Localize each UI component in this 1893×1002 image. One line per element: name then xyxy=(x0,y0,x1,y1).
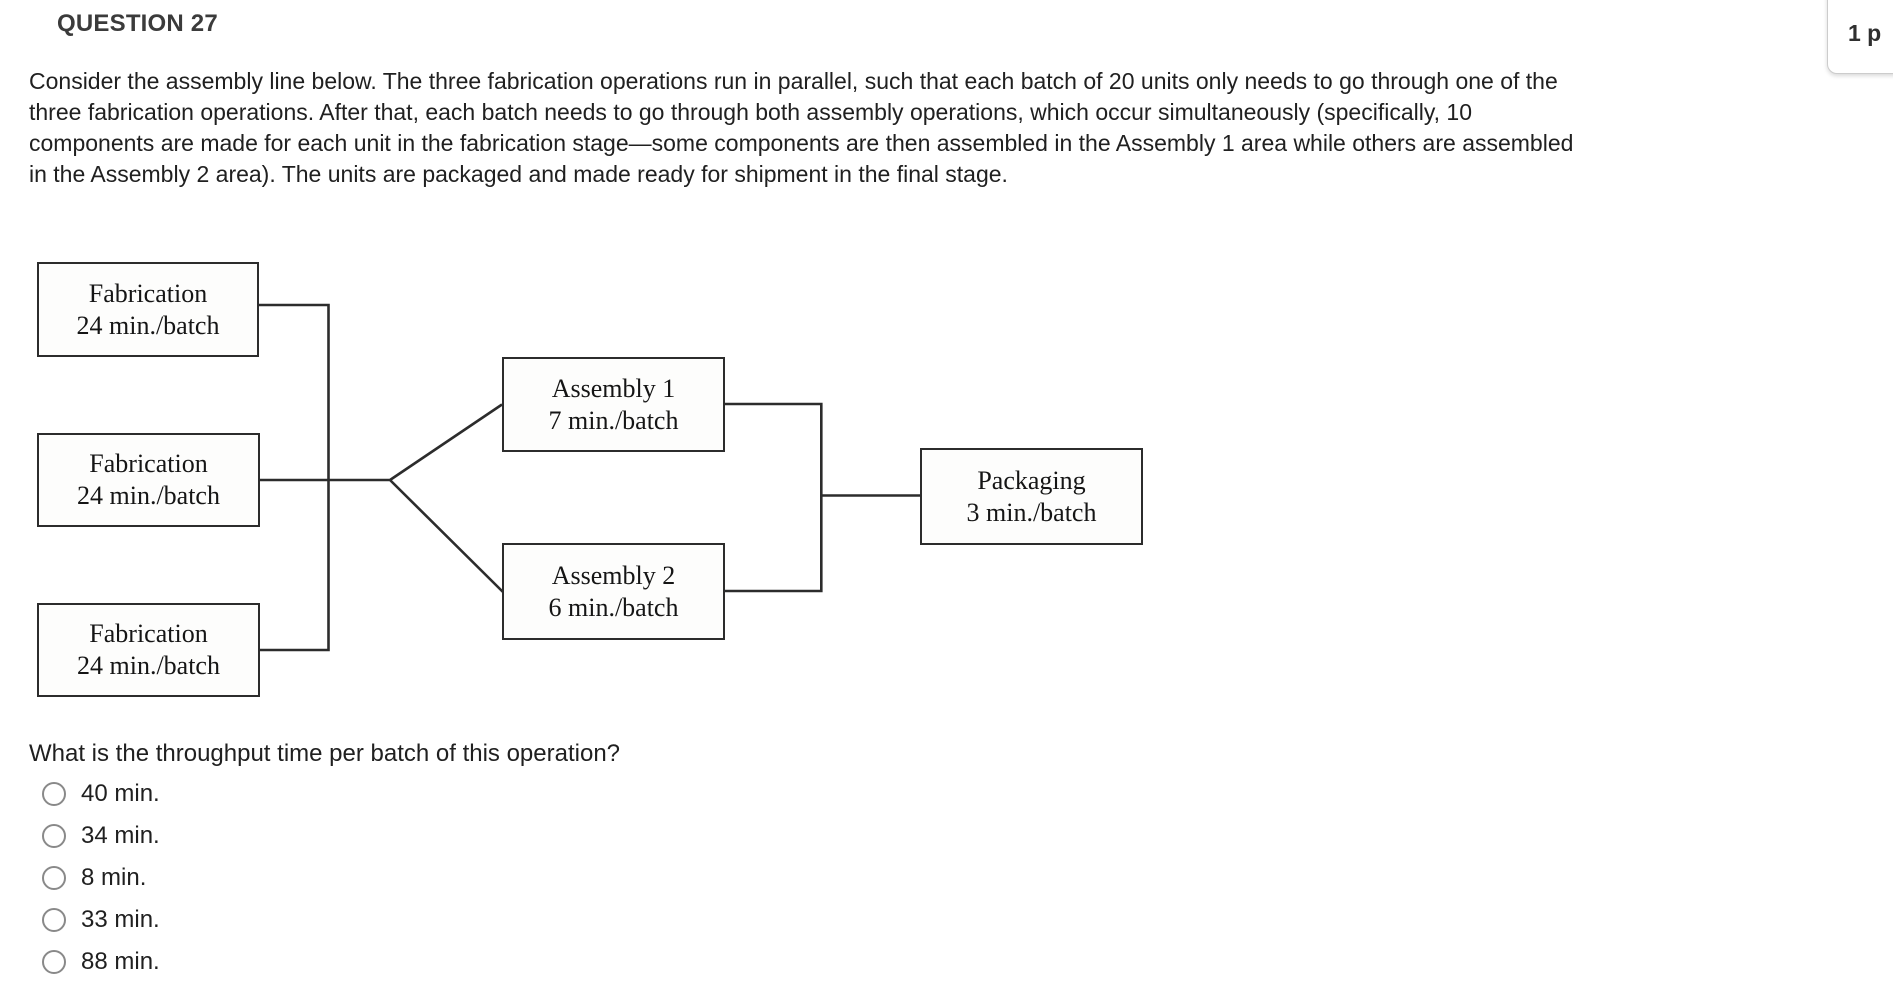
diagram-box-rate: 7 min./batch xyxy=(548,405,679,435)
diagram-box-title: Fabrication xyxy=(89,449,208,478)
points-label: 1 p xyxy=(1848,20,1882,46)
diagram-box-title: Fabrication xyxy=(89,619,208,648)
diagram-box-packaging: Packaging 3 min./batch xyxy=(920,448,1143,545)
radio-button-icon[interactable] xyxy=(42,824,66,848)
radio-button-icon[interactable] xyxy=(42,908,66,932)
assembly-line-diagram: Fabrication 24 min./batch Fabrication 24… xyxy=(0,0,1200,730)
answer-options: 40 min. 34 min. 8 min. 33 min. 88 min. xyxy=(42,773,160,983)
diagram-box-title: Fabrication xyxy=(88,278,208,308)
answer-option-5[interactable]: 88 min. xyxy=(42,941,160,983)
diagram-box-assembly-1: Assembly 1 7 min./batch xyxy=(502,357,725,452)
diagram-box-title: Assembly 2 xyxy=(551,560,676,590)
diagram-box-rate: 6 min./batch xyxy=(548,592,679,622)
radio-button-icon[interactable] xyxy=(42,950,66,974)
diagram-box-fabrication-1: Fabrication 24 min./batch xyxy=(37,262,259,357)
diagram-box-fabrication-2: Fabrication 24 min./batch xyxy=(37,433,260,527)
answer-option-label[interactable]: 40 min. xyxy=(81,780,160,807)
diagram-box-rate: 24 min./batch xyxy=(77,481,220,510)
answer-option-label[interactable]: 8 min. xyxy=(81,864,147,891)
answer-option-3[interactable]: 8 min. xyxy=(42,857,160,899)
diagram-box-rate: 24 min./batch xyxy=(77,651,220,680)
diagram-box-title: Packaging xyxy=(977,465,1086,495)
answer-option-label[interactable]: 34 min. xyxy=(81,822,160,849)
answer-option-1[interactable]: 40 min. xyxy=(42,773,160,815)
diagram-box-rate: 3 min./batch xyxy=(966,497,1097,527)
question-prompt: What is the throughput time per batch of… xyxy=(29,740,621,767)
radio-button-icon[interactable] xyxy=(42,782,66,806)
answer-option-2[interactable]: 34 min. xyxy=(42,815,160,857)
diagram-box-rate: 24 min./batch xyxy=(76,310,220,340)
radio-button-icon[interactable] xyxy=(42,866,66,890)
diagram-box-title: Assembly 1 xyxy=(551,373,676,403)
answer-option-label[interactable]: 88 min. xyxy=(81,948,160,975)
answer-option-label[interactable]: 33 min. xyxy=(81,906,160,933)
question-title: QUESTION 27 xyxy=(57,10,218,37)
answer-option-4[interactable]: 33 min. xyxy=(42,899,160,941)
diagram-box-fabrication-3: Fabrication 24 min./batch xyxy=(37,603,260,697)
diagram-box-assembly-2: Assembly 2 6 min./batch xyxy=(502,543,725,640)
question-description: Consider the assembly line below. The th… xyxy=(29,68,1574,187)
points-badge: 1 p xyxy=(1827,0,1893,74)
